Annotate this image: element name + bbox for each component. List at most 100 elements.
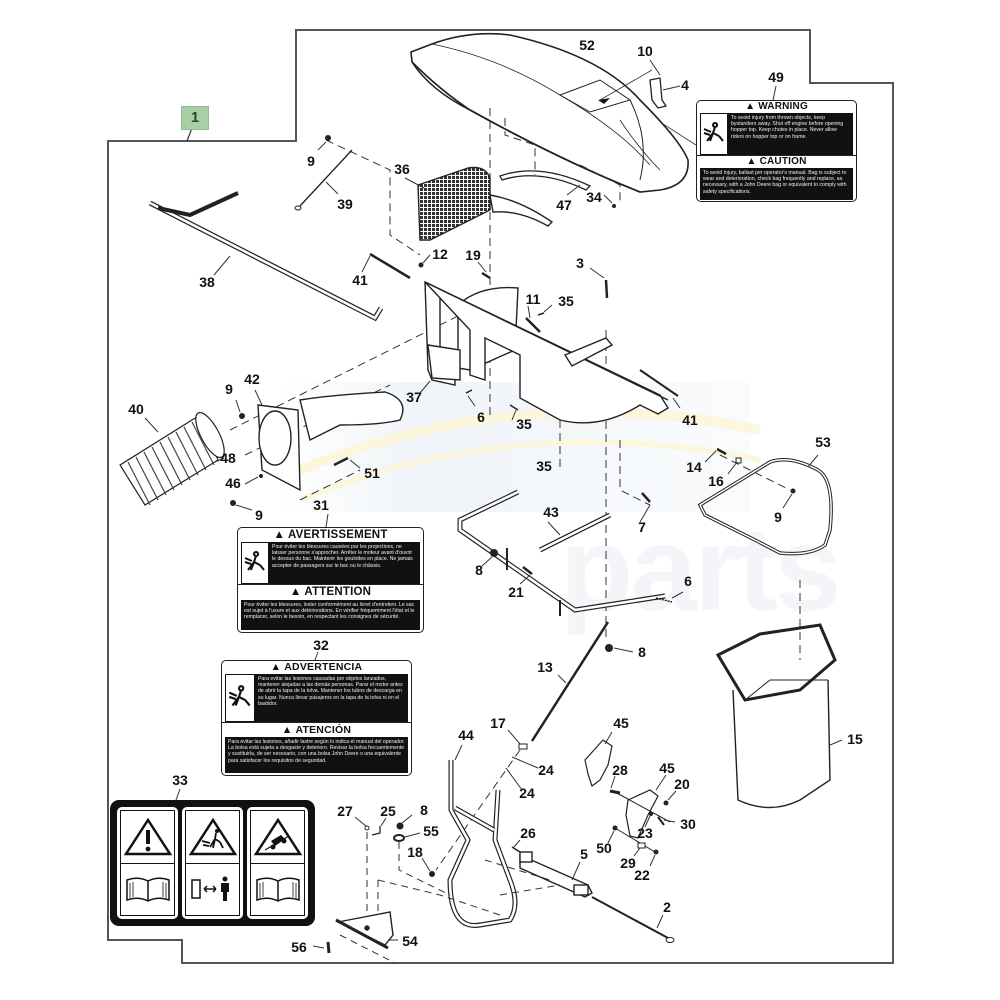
- mounting-plate[interactable]: [335, 911, 394, 950]
- nut-9[interactable]: [325, 135, 331, 141]
- carriage-bolt[interactable]: [604, 279, 609, 299]
- screen-deflector[interactable]: [417, 166, 554, 241]
- callout-rod[interactable]: 13: [537, 659, 553, 675]
- callout-nut[interactable]: 9: [774, 509, 782, 525]
- callout-nut[interactable]: 18: [407, 844, 423, 860]
- lever-bracket[interactable]: [519, 851, 593, 898]
- callout-nut[interactable]: 9: [255, 507, 263, 523]
- callout-washer[interactable]: 55: [423, 823, 439, 839]
- nut-18[interactable]: [429, 871, 435, 877]
- callout-nut[interactable]: 9: [307, 153, 315, 169]
- flex-hose[interactable]: [119, 409, 230, 506]
- clip-16[interactable]: [735, 457, 742, 464]
- callout-rod[interactable]: 41: [682, 412, 698, 428]
- bushing-17[interactable]: [518, 743, 528, 750]
- callout-rod[interactable]: 41: [352, 272, 368, 288]
- callout-warning-label-fr[interactable]: 31: [313, 497, 329, 513]
- callout-bolt[interactable]: 14: [686, 459, 702, 475]
- spring-30[interactable]: [657, 816, 665, 826]
- pin-24[interactable]: [511, 756, 539, 769]
- callout-chute-adapter[interactable]: 42: [244, 371, 260, 387]
- clip-25[interactable]: [371, 826, 381, 836]
- main-bracket[interactable]: [424, 281, 679, 424]
- callout-nut[interactable]: 9: [225, 381, 233, 397]
- callout-cotter-pin[interactable]: 35: [516, 416, 532, 432]
- callout-cotter-pin[interactable]: 35: [558, 293, 574, 309]
- callout-handle-rod[interactable]: 38: [199, 274, 215, 290]
- callout-bolt[interactable]: 19: [465, 247, 481, 263]
- callout-carriage-bolt[interactable]: 3: [576, 255, 584, 271]
- cable[interactable]: [591, 896, 669, 939]
- bolt-56[interactable]: [326, 941, 331, 954]
- nut-12[interactable]: [418, 262, 424, 268]
- cotter-pin-35[interactable]: [537, 312, 545, 316]
- callout-pin[interactable]: 26: [520, 825, 536, 841]
- callout-warning-label-en[interactable]: 49: [768, 69, 784, 85]
- callout-bag-frame[interactable]: 53: [815, 434, 831, 450]
- lanyard[interactable]: [299, 149, 353, 207]
- callout-support-frame[interactable]: 43: [543, 504, 559, 520]
- nut-20[interactable]: [663, 800, 669, 806]
- callout-bushing[interactable]: 17: [490, 715, 506, 731]
- callout-spacer[interactable]: 28: [612, 762, 628, 778]
- callout-bolt[interactable]: 21: [508, 584, 524, 600]
- callout-nut[interactable]: 8: [475, 562, 483, 578]
- support-frame[interactable]: [457, 489, 666, 616]
- nut-8[interactable]: [605, 644, 613, 652]
- callout-chute-housing[interactable]: 37: [406, 389, 422, 405]
- callout-flex-hose[interactable]: 40: [128, 401, 144, 417]
- bag[interactable]: [715, 623, 837, 809]
- nut-9[interactable]: [230, 500, 236, 506]
- screw-6[interactable]: [465, 389, 473, 394]
- callout-nut[interactable]: 8: [420, 802, 428, 818]
- callout-latch[interactable]: 4: [681, 77, 689, 93]
- callout-bracket[interactable]: 45: [613, 715, 629, 731]
- bolt-21[interactable]: [522, 566, 533, 575]
- callout-cotter-pin[interactable]: 35: [536, 458, 552, 474]
- callout-bolt[interactable]: 51: [364, 465, 380, 481]
- callout-pin[interactable]: 24: [538, 762, 554, 778]
- pin-7[interactable]: [641, 492, 651, 503]
- nut-9[interactable]: [239, 413, 245, 419]
- callout-seal-strip[interactable]: 47: [556, 197, 572, 213]
- screw-46[interactable]: [259, 474, 263, 478]
- callout-nut[interactable]: 12: [432, 246, 448, 262]
- callout-screw[interactable]: 6: [684, 573, 692, 589]
- callout-pin[interactable]: 10: [637, 43, 653, 59]
- callout-spacer[interactable]: 29: [620, 855, 636, 871]
- warning-label-en[interactable]: ▲WARNING To avoid injury from thrown obj…: [696, 100, 857, 202]
- nut-8[interactable]: [396, 822, 404, 830]
- callout-screw[interactable]: 34: [586, 189, 602, 205]
- warning-label-es[interactable]: ▲ADVERTENCIA Para evitar las lesiones ca…: [221, 660, 412, 776]
- handle-rod[interactable]: [148, 191, 384, 322]
- bolt-19[interactable]: [481, 271, 491, 280]
- callout-hopper-top-cover[interactable]: 52: [579, 37, 595, 53]
- callout-spring[interactable]: 30: [680, 816, 696, 832]
- bracket-45[interactable]: [584, 739, 613, 787]
- cotter-pin-35[interactable]: [509, 404, 519, 411]
- nut-22[interactable]: [653, 849, 659, 855]
- callout-clip[interactable]: 25: [380, 803, 396, 819]
- callout-mounting-plate[interactable]: 54: [402, 933, 418, 949]
- pin-11[interactable]: [525, 317, 541, 333]
- callout-pin[interactable]: 24: [519, 785, 535, 801]
- callout-bag[interactable]: 15: [847, 731, 863, 747]
- bolt-14[interactable]: [716, 447, 727, 456]
- pin-24[interactable]: [505, 767, 523, 791]
- safety-symbol-label[interactable]: [110, 800, 315, 926]
- seal-strip[interactable]: [499, 170, 592, 191]
- latch[interactable]: [649, 77, 668, 109]
- pin-27[interactable]: [364, 825, 370, 831]
- washer-23[interactable]: [649, 812, 653, 816]
- callout-mount-bracket[interactable]: 44: [458, 727, 474, 743]
- callout-lever-bracket[interactable]: 5: [580, 846, 588, 862]
- callout-screw[interactable]: 6: [477, 409, 485, 425]
- callout-bolt[interactable]: 50: [596, 840, 612, 856]
- warning-label-fr[interactable]: ▲AVERTISSEMENT Pour éviter les blessures…: [237, 527, 424, 633]
- screw-34[interactable]: [612, 204, 616, 208]
- bolt-51[interactable]: [333, 456, 349, 467]
- nut-9[interactable]: [790, 488, 796, 494]
- callout-bolt[interactable]: 56: [291, 939, 307, 955]
- callout-pin[interactable]: 11: [526, 291, 541, 307]
- callout-screen-deflector[interactable]: 36: [394, 161, 410, 177]
